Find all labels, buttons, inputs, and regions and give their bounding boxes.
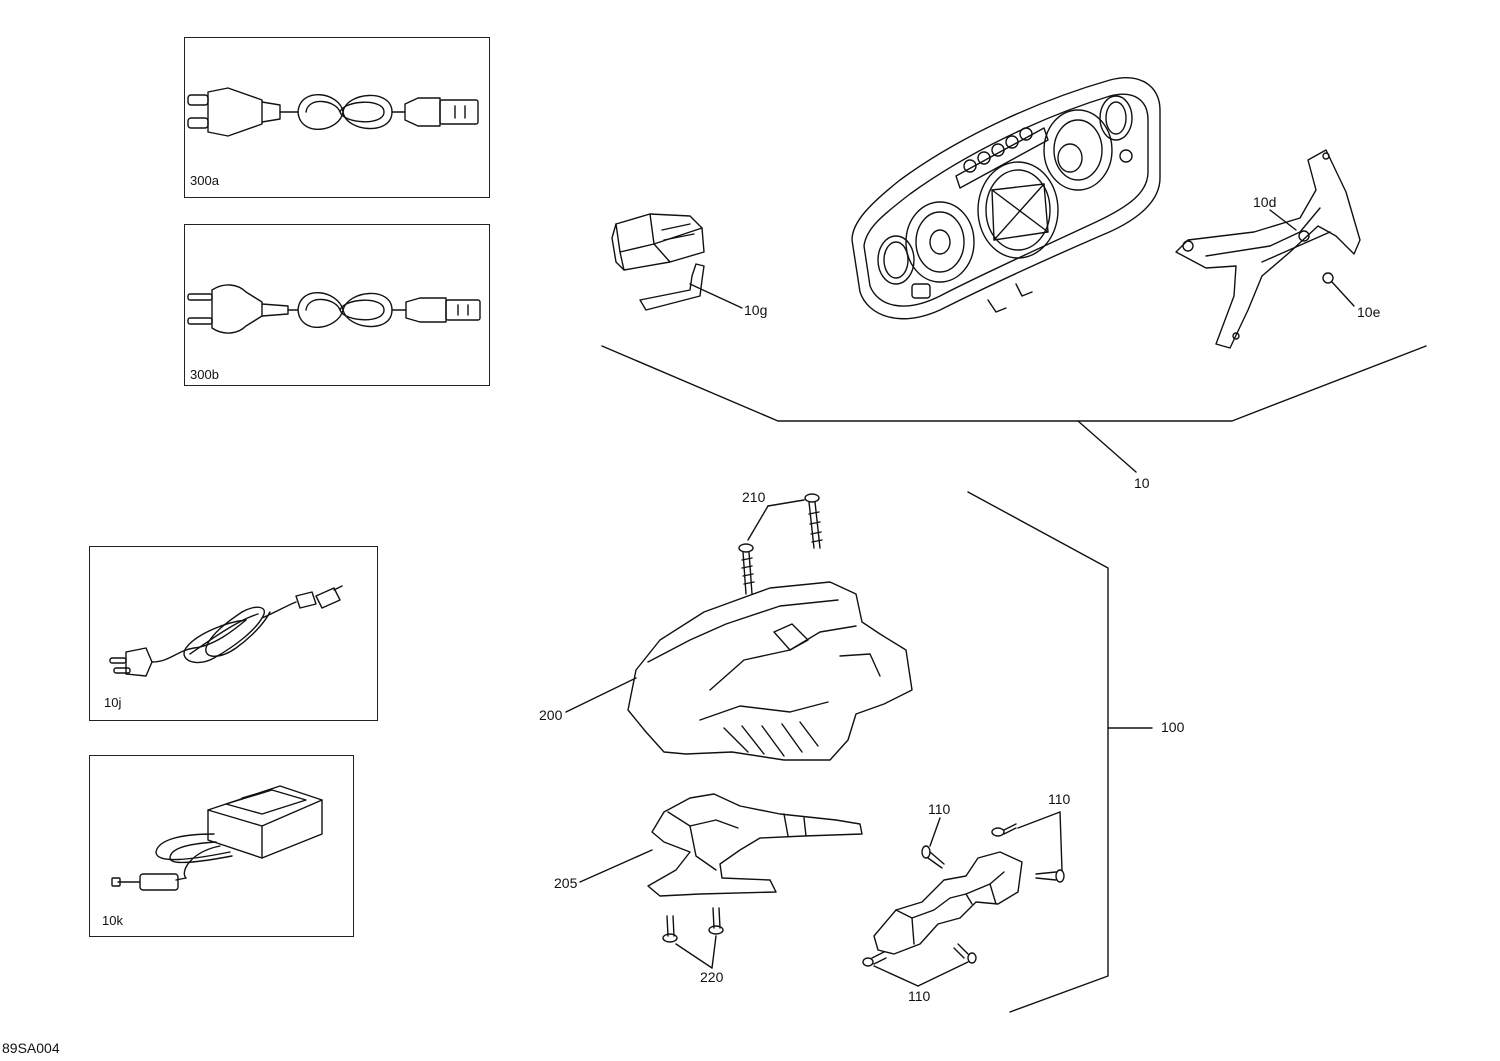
nut-10e-drawing	[1322, 272, 1334, 284]
screws-110-drawing	[862, 823, 1065, 967]
callout-10d: 10d	[1253, 194, 1277, 210]
inset-label-300b: 300b	[190, 367, 219, 382]
callout-10e: 10e	[1357, 304, 1381, 320]
screws-220-drawing	[662, 907, 724, 943]
callout-220: 220	[700, 969, 724, 985]
inset-box-10k: 10k	[89, 755, 354, 937]
document-id: 89SA004	[2, 1040, 60, 1056]
callout-210: 210	[742, 489, 766, 505]
cover-200-drawing	[627, 581, 913, 761]
connector-10g-drawing	[611, 213, 705, 311]
inset-box-300b: 300b	[184, 224, 490, 386]
leader-lines	[565, 209, 1427, 1013]
inset-label-10j: 10j	[104, 695, 122, 710]
callout-205: 205	[554, 875, 578, 891]
bracket-205-drawing	[647, 793, 863, 897]
callout-110-top-left: 110	[928, 801, 951, 817]
inset-box-10j: 10j	[89, 546, 378, 721]
inset-label-300a: 300a	[190, 173, 219, 188]
screws-210-drawing	[738, 493, 823, 595]
bracket-10d-drawing	[1175, 149, 1361, 349]
mount-bracket-110-drawing	[873, 851, 1023, 955]
callout-200: 200	[539, 707, 563, 723]
power-cord-300b-drawing	[187, 284, 481, 334]
callout-110-bottom: 110	[908, 988, 931, 1004]
callout-100: 100	[1161, 719, 1185, 735]
power-cord-300a-drawing	[187, 87, 479, 137]
instrument-cluster-drawing	[851, 77, 1161, 320]
callout-10: 10	[1134, 475, 1150, 491]
inset-label-10k: 10k	[102, 913, 123, 928]
charger-brick-10k-drawing	[111, 785, 323, 891]
callout-110-top-right: 110	[1048, 791, 1071, 807]
charger-cable-10j-drawing	[109, 585, 343, 677]
callout-10g: 10g	[744, 302, 768, 318]
inset-box-300a: 300a	[184, 37, 490, 198]
